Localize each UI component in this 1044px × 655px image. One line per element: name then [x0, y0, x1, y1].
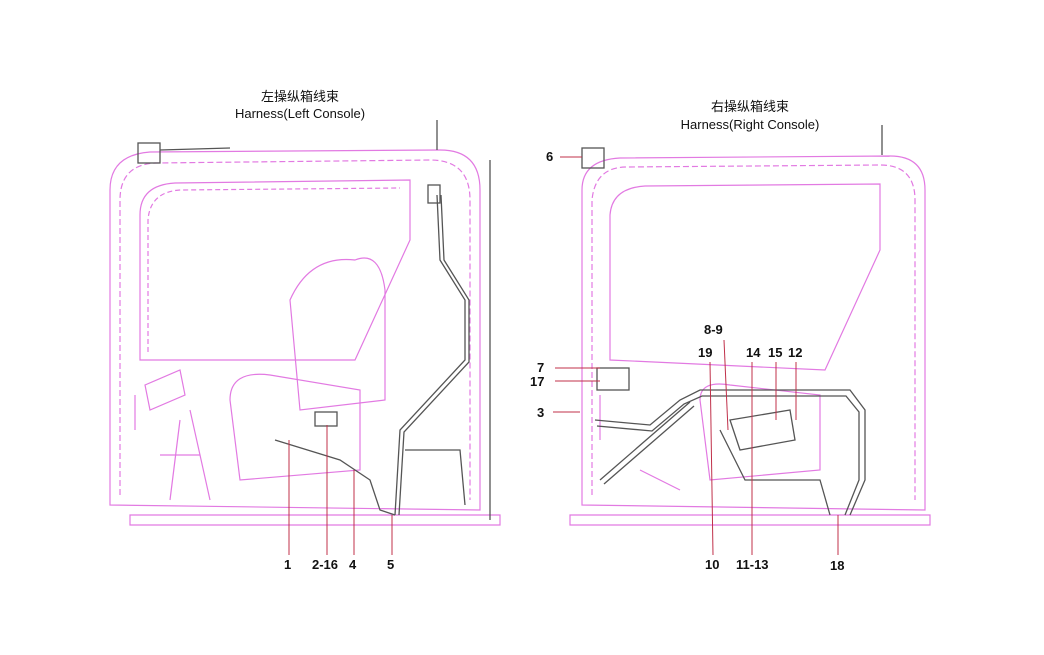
left-title-cn: 左操纵箱线束 — [260, 89, 339, 104]
callout-3: 3 — [537, 405, 545, 420]
callout-11-13: 11-13 — [736, 557, 769, 572]
callout-4: 4 — [349, 557, 357, 572]
leader-lines — [288, 156, 839, 556]
left-harness — [137, 120, 491, 520]
right-title-cn: 右操纵箱线束 — [710, 99, 789, 114]
callout-15: 15 — [768, 345, 783, 360]
callout-6: 6 — [546, 149, 554, 164]
callout-1: 1 — [284, 557, 292, 572]
callout-18: 18 — [830, 558, 845, 573]
callout-19: 19 — [698, 345, 713, 360]
right-harness — [581, 125, 883, 516]
right-cab-outline — [569, 155, 931, 526]
left-cab-outline — [109, 149, 501, 526]
left-title-en: Harness(Left Console) — [234, 106, 366, 121]
callout-12: 12 — [788, 345, 803, 360]
callout-8-9: 8-9 — [704, 322, 723, 337]
callout-2-16: 2-16 — [312, 557, 339, 572]
callout-17: 17 — [530, 374, 545, 389]
callout-14: 14 — [746, 345, 761, 360]
callout-5: 5 — [387, 557, 395, 572]
callout-10: 10 — [705, 557, 720, 572]
right-title-en: Harness(Right Console) — [680, 117, 820, 132]
callout-7: 7 — [537, 360, 545, 375]
